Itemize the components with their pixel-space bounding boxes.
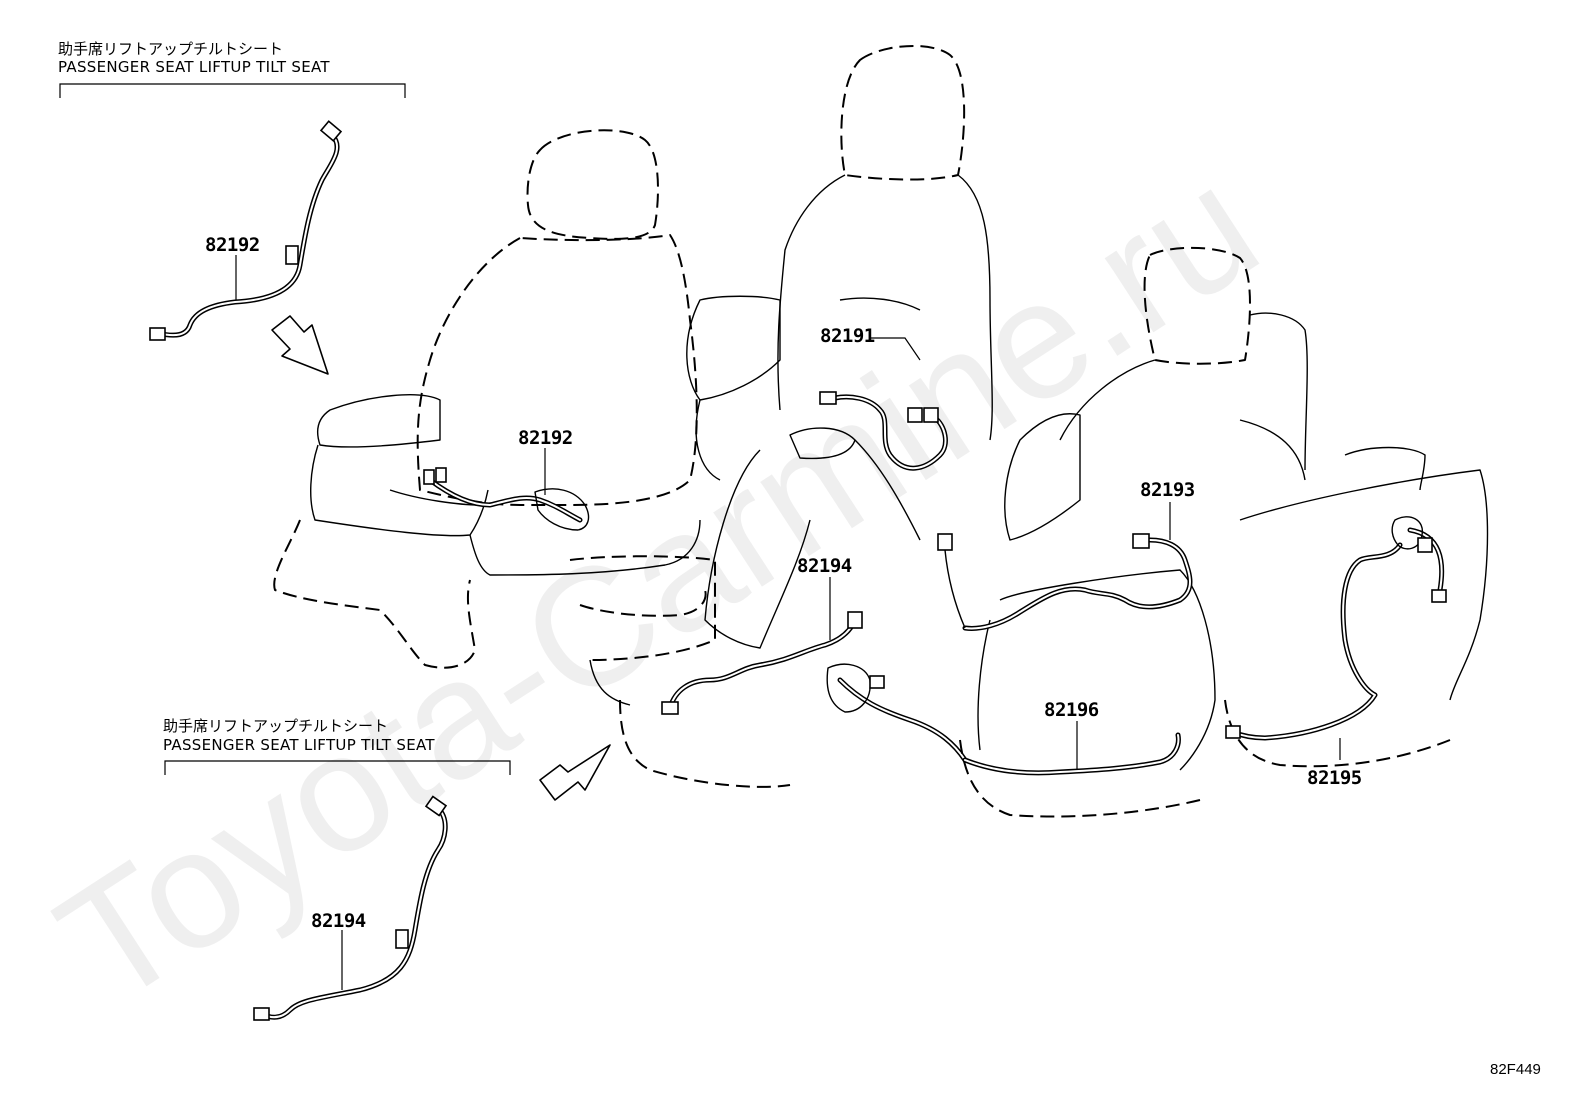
right-rear-seat-outline: 82193 82196 82195 [937,246,1489,818]
rear-center-seat-outline: 82191 [686,45,993,481]
arrow-to-seat-bottom [539,744,611,801]
part-label-82195: 82195 [1307,767,1362,789]
bottom-heading-jp: 助手席リフトアップチルトシート [163,717,388,735]
harness-82192-detail: 82192 [149,120,343,341]
part-label-82192-detail: 82192 [205,234,260,256]
top-heading-jp: 助手席リフトアップチルトシート [58,40,283,58]
middle-seat-outline: 82194 [569,427,968,788]
watermark: Toyota-Carmine.ru [27,130,1288,1040]
part-label-82193: 82193 [1140,479,1195,501]
bottom-heading-en: PASSENGER SEAT LIFTUP TILT SEAT [163,736,435,754]
part-label-82191: 82191 [820,325,875,347]
left-seat-outline: 82192 [273,129,701,669]
part-label-82196: 82196 [1044,699,1099,721]
illustration-code: 82F449 [1490,1061,1541,1078]
top-heading-en: PASSENGER SEAT LIFTUP TILT SEAT [58,58,330,76]
part-label-82192-seat: 82192 [518,427,573,449]
harness-82194-detail: 82194 [253,795,448,1021]
part-label-82194-detail: 82194 [311,910,366,932]
top-heading: 助手席リフトアップチルトシート PASSENGER SEAT LIFTUP TI… [58,40,406,98]
bottom-heading: 助手席リフトアップチルトシート PASSENGER SEAT LIFTUP TI… [163,717,511,775]
part-label-82194-seat: 82194 [797,555,852,577]
arrow-to-seat-top [271,315,329,375]
